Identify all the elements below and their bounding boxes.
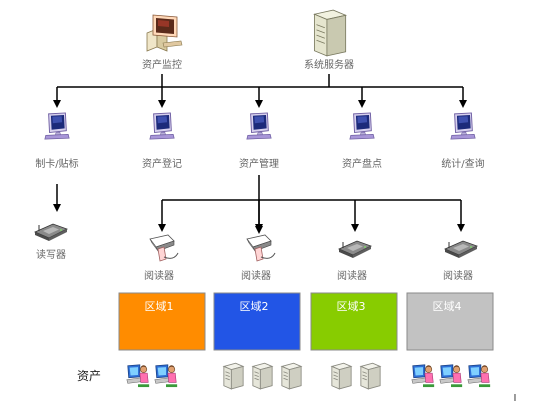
assets-label: 资产: [77, 369, 101, 383]
server-tower-icon: [331, 362, 352, 390]
workstation-icon: [146, 14, 183, 52]
monitor-icon: [44, 112, 70, 140]
rfid-reader-icon: [338, 240, 372, 259]
monitor-icon: [149, 112, 175, 140]
reader-label: 阅读器: [443, 269, 473, 282]
reader-label: 阅读器: [241, 269, 271, 282]
zone-label: 区域3: [337, 300, 366, 313]
mid-node-label: 资产登记: [142, 157, 182, 170]
mid-node-label: 资产管理: [239, 157, 279, 170]
zone-box: [213, 292, 301, 351]
reader-label: 阅读器: [337, 269, 367, 282]
monitor-icon: [450, 112, 476, 140]
server-tower-icon: [252, 362, 273, 390]
person-at-computer-icon: [467, 364, 491, 388]
person-at-computer-icon: [411, 364, 435, 388]
zone-box: [406, 292, 494, 351]
server-tower-icon: [360, 362, 381, 390]
zones: [118, 292, 494, 351]
connector-lines: [53, 74, 467, 234]
zone-label: 区域1: [145, 300, 174, 313]
mid-node-label: 统计/查询: [441, 157, 484, 170]
top-node-label: 资产监控: [142, 58, 182, 71]
zone-box: [310, 292, 398, 351]
person-at-computer-icon: [126, 364, 150, 388]
person-at-computer-icon: [439, 364, 463, 388]
handheld-scanner-icon: [246, 234, 276, 262]
zone-label: 区域2: [240, 300, 269, 313]
rfid-reader-icon: [34, 223, 68, 242]
zone-box: [118, 292, 206, 351]
monitor-icon: [349, 112, 375, 140]
writer-label: 读写器: [36, 248, 66, 261]
top-node-label: 系统服务器: [304, 58, 354, 71]
server-tower-icon: [281, 362, 302, 390]
person-at-computer-icon: [154, 364, 178, 388]
server-icon: [313, 9, 347, 57]
monitor-icon: [246, 112, 272, 140]
zone-label: 区域4: [433, 300, 462, 313]
mid-node-label: 资产盘点: [342, 157, 382, 170]
text-cursor-glyph: I: [514, 393, 517, 404]
mid-node-label: 制卡/贴标: [35, 157, 78, 170]
reader-label: 阅读器: [144, 269, 174, 282]
rfid-reader-icon: [444, 240, 478, 259]
server-tower-icon: [223, 362, 244, 390]
handheld-scanner-icon: [149, 234, 179, 262]
